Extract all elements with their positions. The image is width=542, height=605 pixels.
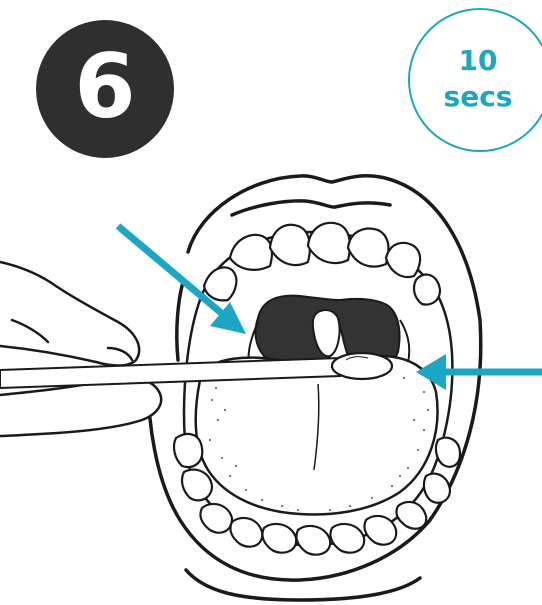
hand [0, 262, 161, 436]
upper-teeth [204, 223, 440, 305]
